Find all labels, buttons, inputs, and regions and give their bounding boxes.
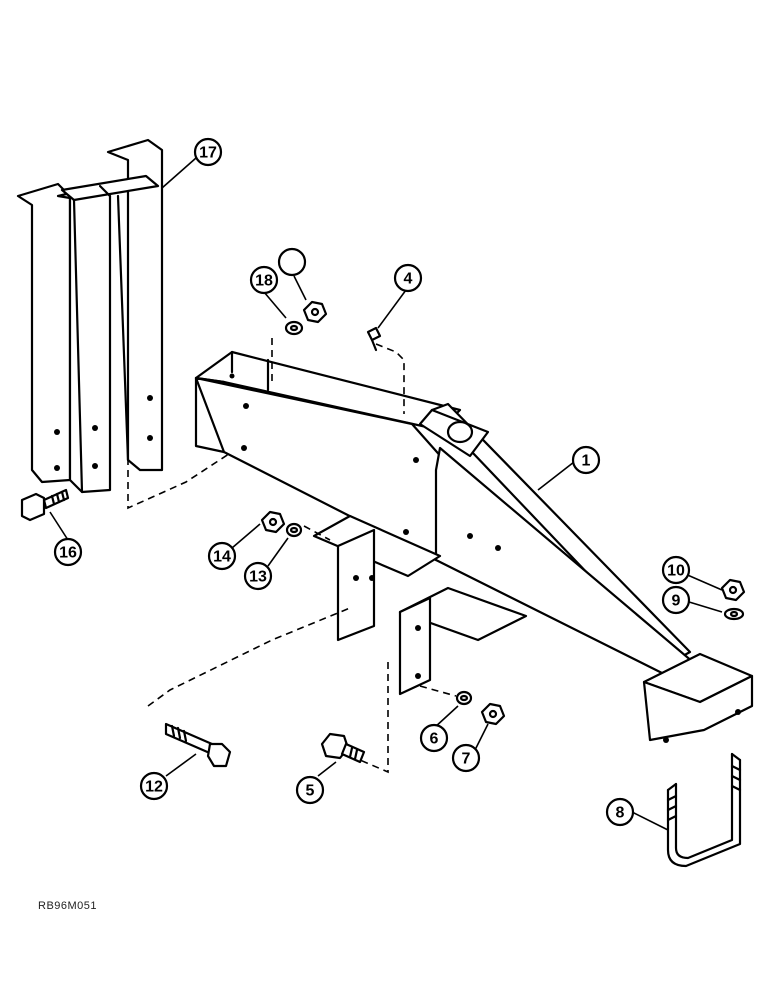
washer-6	[455, 690, 473, 706]
callout-17: 18	[249, 265, 279, 295]
callout-7: 7	[451, 743, 481, 773]
svg-text:10: 10	[667, 563, 685, 580]
callout-8: 8	[605, 797, 635, 827]
main-frame	[194, 350, 754, 743]
svg-text:1: 1	[582, 453, 591, 470]
figure-reference-code: RB96M051	[38, 900, 98, 912]
svg-text:14: 14	[213, 549, 231, 566]
nut-10	[720, 578, 746, 602]
callout-13: 13	[243, 561, 273, 591]
svg-text:13: 13	[249, 569, 267, 586]
svg-text:12: 12	[145, 779, 163, 796]
svg-text:16: 16	[59, 545, 77, 562]
svg-text:9: 9	[672, 593, 681, 610]
callout-9: 9	[661, 585, 691, 615]
bolt-16	[20, 488, 70, 522]
u-bolt-8	[666, 752, 742, 868]
washer-13	[285, 522, 303, 538]
callout-4: 4	[393, 263, 423, 293]
svg-text:7: 7	[462, 751, 471, 768]
nut-18	[302, 300, 328, 324]
svg-text:4: 4	[404, 271, 413, 288]
bolt-12	[164, 722, 232, 768]
bolt-5	[320, 732, 366, 764]
callout-16: 16	[53, 537, 83, 567]
nut-7	[480, 702, 506, 726]
svg-text:17: 17	[199, 145, 217, 162]
svg-text:5: 5	[306, 783, 315, 800]
washer-9	[723, 607, 745, 621]
svg-text:18: 18	[255, 273, 273, 290]
callout-1: 1	[571, 445, 601, 475]
callout-10: 10	[661, 555, 691, 585]
callout-5: 5	[295, 775, 325, 805]
bolt-4	[366, 326, 382, 352]
nut-14	[260, 510, 286, 534]
callout-18	[277, 247, 307, 277]
callout-12: 12	[139, 771, 169, 801]
washer-17	[284, 320, 304, 336]
callout-15: 17	[193, 137, 223, 167]
callout-14: 14	[207, 541, 237, 571]
svg-text:6: 6	[430, 731, 439, 748]
svg-text:8: 8	[616, 805, 625, 822]
callout-6: 6	[419, 723, 449, 753]
standard-plate-assembly	[16, 138, 164, 494]
